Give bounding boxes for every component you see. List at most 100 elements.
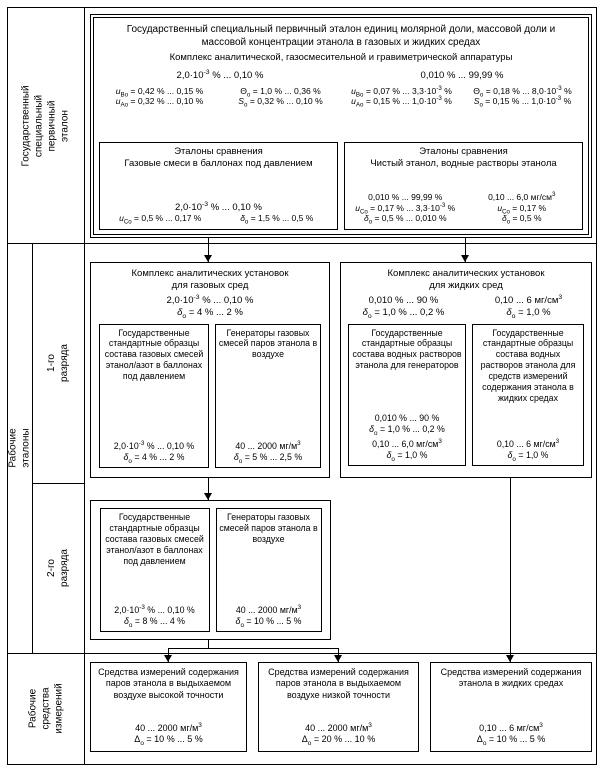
comparison-liquid-u-1: uСо = 0,17 % ... 3,3·10-3 % — [355, 201, 456, 216]
gso-gas-rank2-range: 2,0·10-3 % ... 0,10 % — [114, 604, 195, 616]
rank2-standards-box: Государственные стандартные образцы сост… — [90, 500, 331, 640]
instrument-title: Средства измерений содержания паров этан… — [268, 667, 409, 700]
connector-arrow — [204, 255, 212, 262]
primary-gas-uB: uВо = 0,42 % ... 0,15 % — [115, 85, 204, 99]
generators-rank2-box: Генераторы газовых смесей паров этанола … — [215, 508, 322, 632]
primary-liquid-range: 0,010 % ... 99,99 % — [420, 69, 504, 81]
primary-gas-range: 2,0·10-3 % ... 0,10 % — [176, 68, 264, 81]
gso-liquid-generators-range2: 0,10 ... 6,0 мг/см3 — [372, 437, 442, 449]
connector-arrow — [204, 493, 212, 500]
connector-arrow — [164, 655, 172, 662]
rail-working-standards-label: Рабочие эталоны — [8, 428, 33, 468]
section-separator-line — [8, 653, 596, 654]
comparison-liquid-range-1: 0,010 % ... 99,99 % — [368, 192, 443, 203]
gso-gas-rank2-box: Государственные стандартные образцы сост… — [99, 508, 210, 632]
instrument-box-breath-low: Средства измерений содержания паров этан… — [258, 662, 419, 752]
rail-divider-line — [84, 8, 85, 764]
primary-liquid-S: Sо = 0,15 % ... 1,0·10-3 % — [473, 95, 572, 110]
generators-rank1-delta: δо = 5 % ... 2,5 % — [233, 451, 303, 465]
rail-primary-standard-label: Государственный специальный первичный эт… — [21, 84, 71, 167]
generators-rank1-title: Генераторы газовых смесей паров этанола … — [218, 327, 318, 360]
primary-liquid-uA: uАо = 0,15 % ... 1,0·10-3 % — [351, 95, 452, 110]
primary-standard-inner: Государственный специальный первичный эт… — [93, 17, 589, 235]
gso-liquid-generators-delta1: δо = 1,0 % ... 0,2 % — [369, 423, 445, 437]
gso-liquid-generators-delta2: δо = 1,0 % — [386, 449, 428, 463]
gso-gas-rank1-range: 2,0·10-3 % ... 0,10 % — [113, 439, 195, 451]
comparison-standards-liquid-box: Эталоны сравнения Чистый этанол, водные … — [344, 142, 583, 230]
liquid-complex-title: Комплекс аналитических установок для жид… — [387, 268, 545, 291]
gso-liquid-generators-range1: 0,010 % ... 90 % — [374, 412, 440, 423]
gso-liquid-instruments-box: Государственные стандартные образцы сост… — [472, 323, 584, 466]
gas-complex-title: Комплекс аналитических установок для газ… — [131, 268, 289, 291]
gso-gas-rank1-box: Государственные стандартные образцы сост… — [99, 323, 209, 468]
gso-liquid-instruments-title: Государственные стандартные образцы сост… — [480, 327, 576, 404]
primary-title: Государственный специальный первичный эт… — [126, 24, 556, 48]
instrument-range: 40 ... 2000 мг/м3 — [305, 721, 372, 733]
connector-arrow — [461, 255, 469, 262]
instrument-range: 0,10 ... 6 мг/см3 — [479, 721, 543, 733]
primary-liquid-theta: Θо = 0,18 % ... 8,0·10-3 % — [473, 84, 572, 99]
comparison-gas-title: Эталоны сравнения — [174, 146, 263, 157]
comparison-gas-range: 2,0·10-3 % ... 0,10 % — [175, 200, 262, 213]
primary-gas-theta: Θо = 1,0 % ... 0,36 % — [240, 85, 321, 99]
primary-gas-uncertainties: uВо = 0,42 % ... 0,15 % uАо = 0,32 % ...… — [99, 85, 341, 110]
rail-rank2: 2-го разряда — [32, 483, 84, 653]
connector-line — [208, 238, 209, 262]
connector-line — [208, 478, 209, 500]
gso-gas-rank1-title: Государственные стандартные образцы сост… — [104, 327, 204, 382]
instrument-delta: Δо = 10 % ... 5 % — [134, 733, 203, 747]
gso-gas-rank2-delta: δо = 8 % ... 4 % — [124, 616, 185, 629]
gso-liquid-generators-box: Государственные стандартные образцы сост… — [348, 323, 466, 466]
liquid-analytical-complex-box: Комплекс аналитических установок для жид… — [340, 262, 592, 478]
liquid-complex-range-2: 0,10 ... 6 мг/см3 — [494, 293, 563, 306]
comparison-liquid-title: Эталоны сравнения — [419, 146, 508, 157]
connector-arrow — [334, 655, 342, 662]
gso-liquid-generators-title: Государственные стандартные образцы сост… — [352, 327, 462, 371]
rail-working-instruments: Рабочие средства измерений — [8, 653, 84, 764]
primary-liquid-uncertainties: uВо = 0,07 % ... 3,3·10-3 % uАо = 0,15 %… — [341, 84, 583, 110]
instrument-title: Средства измерений содержания этанола в … — [440, 667, 582, 689]
rail-rank-separator-line — [32, 483, 84, 484]
rail-inner-divider-line — [32, 243, 33, 653]
gas-analytical-complex-box: Комплекс аналитических установок для газ… — [90, 262, 330, 478]
generators-rank2-title: Генераторы газовых смесей паров этанола … — [219, 512, 318, 544]
rail-rank1: 1-го разряда — [32, 243, 84, 483]
comparison-standards-gas-box: Эталоны сравнения Газовые смеси в баллон… — [99, 142, 338, 230]
comparison-liquid-range-2: 0,10 ... 6,0 мг/см3 — [488, 191, 556, 203]
instrument-delta: Δо = 10 % ... 5 % — [476, 733, 546, 747]
connector-arrow — [506, 655, 514, 662]
gas-complex-range: 2,0·10-3 % ... 0,10 % — [166, 293, 254, 306]
generators-rank1-box: Генераторы газовых смесей паров этанола … — [215, 323, 321, 468]
comparison-liquid-u-2: uСо = 0,17 % — [497, 202, 547, 216]
instrument-range: 40 ... 2000 мг/м3 — [135, 721, 202, 733]
gso-liquid-instruments-range: 0,10 ... 6 мг/см3 — [496, 437, 560, 449]
instrument-box-liquid: Средства измерений содержания этанола в … — [430, 662, 592, 752]
primary-standard-box: Государственный специальный первичный эт… — [90, 14, 592, 238]
gso-gas-rank1-delta: δо = 4 % ... 2 % — [123, 451, 185, 465]
rail-working-standards: Рабочие эталоны — [8, 243, 32, 653]
generators-rank1-range: 40 ... 2000 мг/м3 — [235, 439, 301, 451]
outer-frame — [7, 7, 597, 765]
liquid-complex-delta-1: δо = 1,0 % ... 0,2 % — [362, 306, 445, 320]
gas-complex-delta: δо = 4 % ... 2 % — [177, 306, 243, 320]
connector-line — [168, 648, 339, 649]
primary-liquid-uB: uВо = 0,07 % ... 3,3·10-3 % — [351, 84, 452, 99]
comparison-liquid-subtitle: Чистый этанол, водные растворы этанола — [370, 157, 557, 169]
gso-gas-rank2-title: Государственные стандартные образцы сост… — [105, 512, 204, 566]
connector-line — [510, 478, 511, 662]
comparison-liquid-delta-2: δо = 0,5 % — [501, 213, 542, 227]
gso-liquid-instruments-delta: δо = 1,0 % — [507, 449, 549, 463]
generators-rank2-range: 40 ... 2000 мг/м3 — [235, 604, 302, 616]
section-separator-line — [8, 243, 596, 244]
generators-rank2-delta: δо = 10 % ... 5 % — [235, 616, 302, 629]
primary-gas-uA: uАо = 0,32 % ... 0,10 % — [115, 96, 204, 110]
rail-rank1-label: 1-го разряда — [46, 344, 70, 382]
comparison-gas-delta: δо = 1,5 % ... 0,5 % — [240, 213, 314, 227]
liquid-complex-delta-2: δо = 1,0 % — [506, 306, 551, 320]
liquid-complex-range-1: 0,010 % ... 90 % — [368, 294, 439, 306]
instrument-title: Средства измерений содержания паров этан… — [98, 667, 239, 700]
primary-gas-S: Sо = 0,32 % ... 0,10 % — [238, 96, 323, 110]
rail-rank2-label: 2-го разряда — [46, 549, 70, 587]
instrument-box-breath-high: Средства измерений содержания паров этан… — [90, 662, 247, 752]
